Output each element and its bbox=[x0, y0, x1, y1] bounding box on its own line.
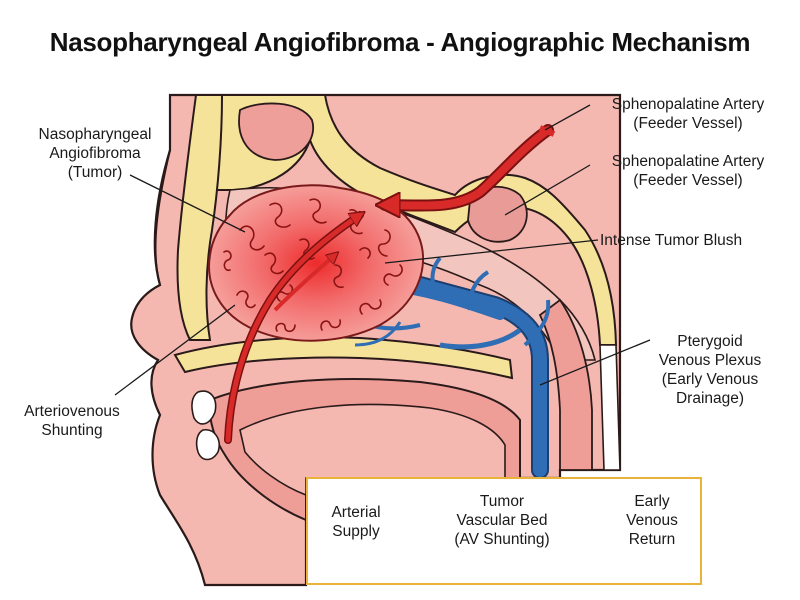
venous-plexus-label: Pterygoid Venous Plexus (Early Venous Dr… bbox=[640, 332, 780, 408]
shunting-label-line: Shunting bbox=[41, 422, 103, 439]
oral-cavity bbox=[191, 378, 521, 522]
shunting-leader-line bbox=[114, 304, 236, 396]
tumor-leader-line bbox=[129, 174, 246, 233]
diagram-title: Nasopharyngeal Angiofibroma - Angiograph… bbox=[49, 27, 751, 57]
feeder-vessel-label-1: Sphenopalatine Artery (Feeder Vessel) bbox=[588, 95, 788, 133]
tumor-label-line: Angiofibroma bbox=[49, 145, 141, 162]
blush-label-line: Intense Tumor Blush bbox=[600, 232, 743, 249]
leader-lines bbox=[114, 104, 651, 396]
flow-step-line: Venous bbox=[626, 512, 678, 529]
feeder-label-line: Sphenopalatine Artery bbox=[611, 153, 765, 170]
pharynx-wall bbox=[538, 298, 621, 471]
flow-step-arterial-supply: Arterial Supply bbox=[318, 503, 394, 541]
blush-leader-line bbox=[384, 239, 599, 264]
flow-step-early-venous-return: Early Venous Return bbox=[610, 492, 694, 549]
feeder-label-line: (Feeder Vessel) bbox=[633, 115, 743, 132]
flow-step-line: Arterial bbox=[331, 504, 381, 521]
av-shunting-vessel bbox=[224, 215, 360, 444]
skull-base-bone bbox=[176, 94, 618, 346]
feeder-2-leader-line bbox=[504, 164, 591, 216]
tumor-blush-label: Intense Tumor Blush bbox=[600, 231, 790, 250]
feeder-1-leader-line bbox=[544, 104, 591, 131]
av-shunting-label: Arteriovenous Shunting bbox=[12, 402, 132, 440]
venous-leader-line bbox=[539, 339, 651, 386]
flow-legend-box bbox=[306, 477, 702, 585]
sphenopalatine-artery bbox=[385, 124, 556, 206]
venous-label-line: Venous Plexus bbox=[658, 352, 762, 369]
tumor-label-line: (Tumor) bbox=[67, 164, 123, 181]
tumor-label-line: Nasopharyngeal bbox=[38, 126, 152, 143]
flow-step-line: Return bbox=[628, 531, 676, 548]
tumor-label: Nasopharyngeal Angiofibroma (Tumor) bbox=[20, 125, 170, 182]
feeder-label-line: Sphenopalatine Artery bbox=[611, 96, 765, 113]
flow-step-line: Vascular Bed bbox=[456, 512, 548, 529]
flow-step-line: Supply bbox=[332, 523, 380, 540]
venous-label-line: (Early Venous bbox=[661, 371, 759, 388]
shunting-label-line: Arteriovenous bbox=[24, 403, 120, 420]
feeder-label-line: (Feeder Vessel) bbox=[633, 172, 743, 189]
venous-label-line: Drainage) bbox=[675, 390, 745, 407]
angiofibroma-tumor bbox=[208, 184, 425, 342]
flow-step-line: Tumor bbox=[479, 493, 525, 510]
venous-label-line: Pterygoid bbox=[677, 333, 743, 350]
flow-step-tumor-vascular-bed: Tumor Vascular Bed (AV Shunting) bbox=[438, 492, 566, 549]
flow-step-line: Early bbox=[634, 493, 670, 510]
flow-step-line: (AV Shunting) bbox=[454, 531, 550, 548]
feeder-vessel-label-2: Sphenopalatine Artery (Feeder Vessel) bbox=[588, 152, 788, 190]
